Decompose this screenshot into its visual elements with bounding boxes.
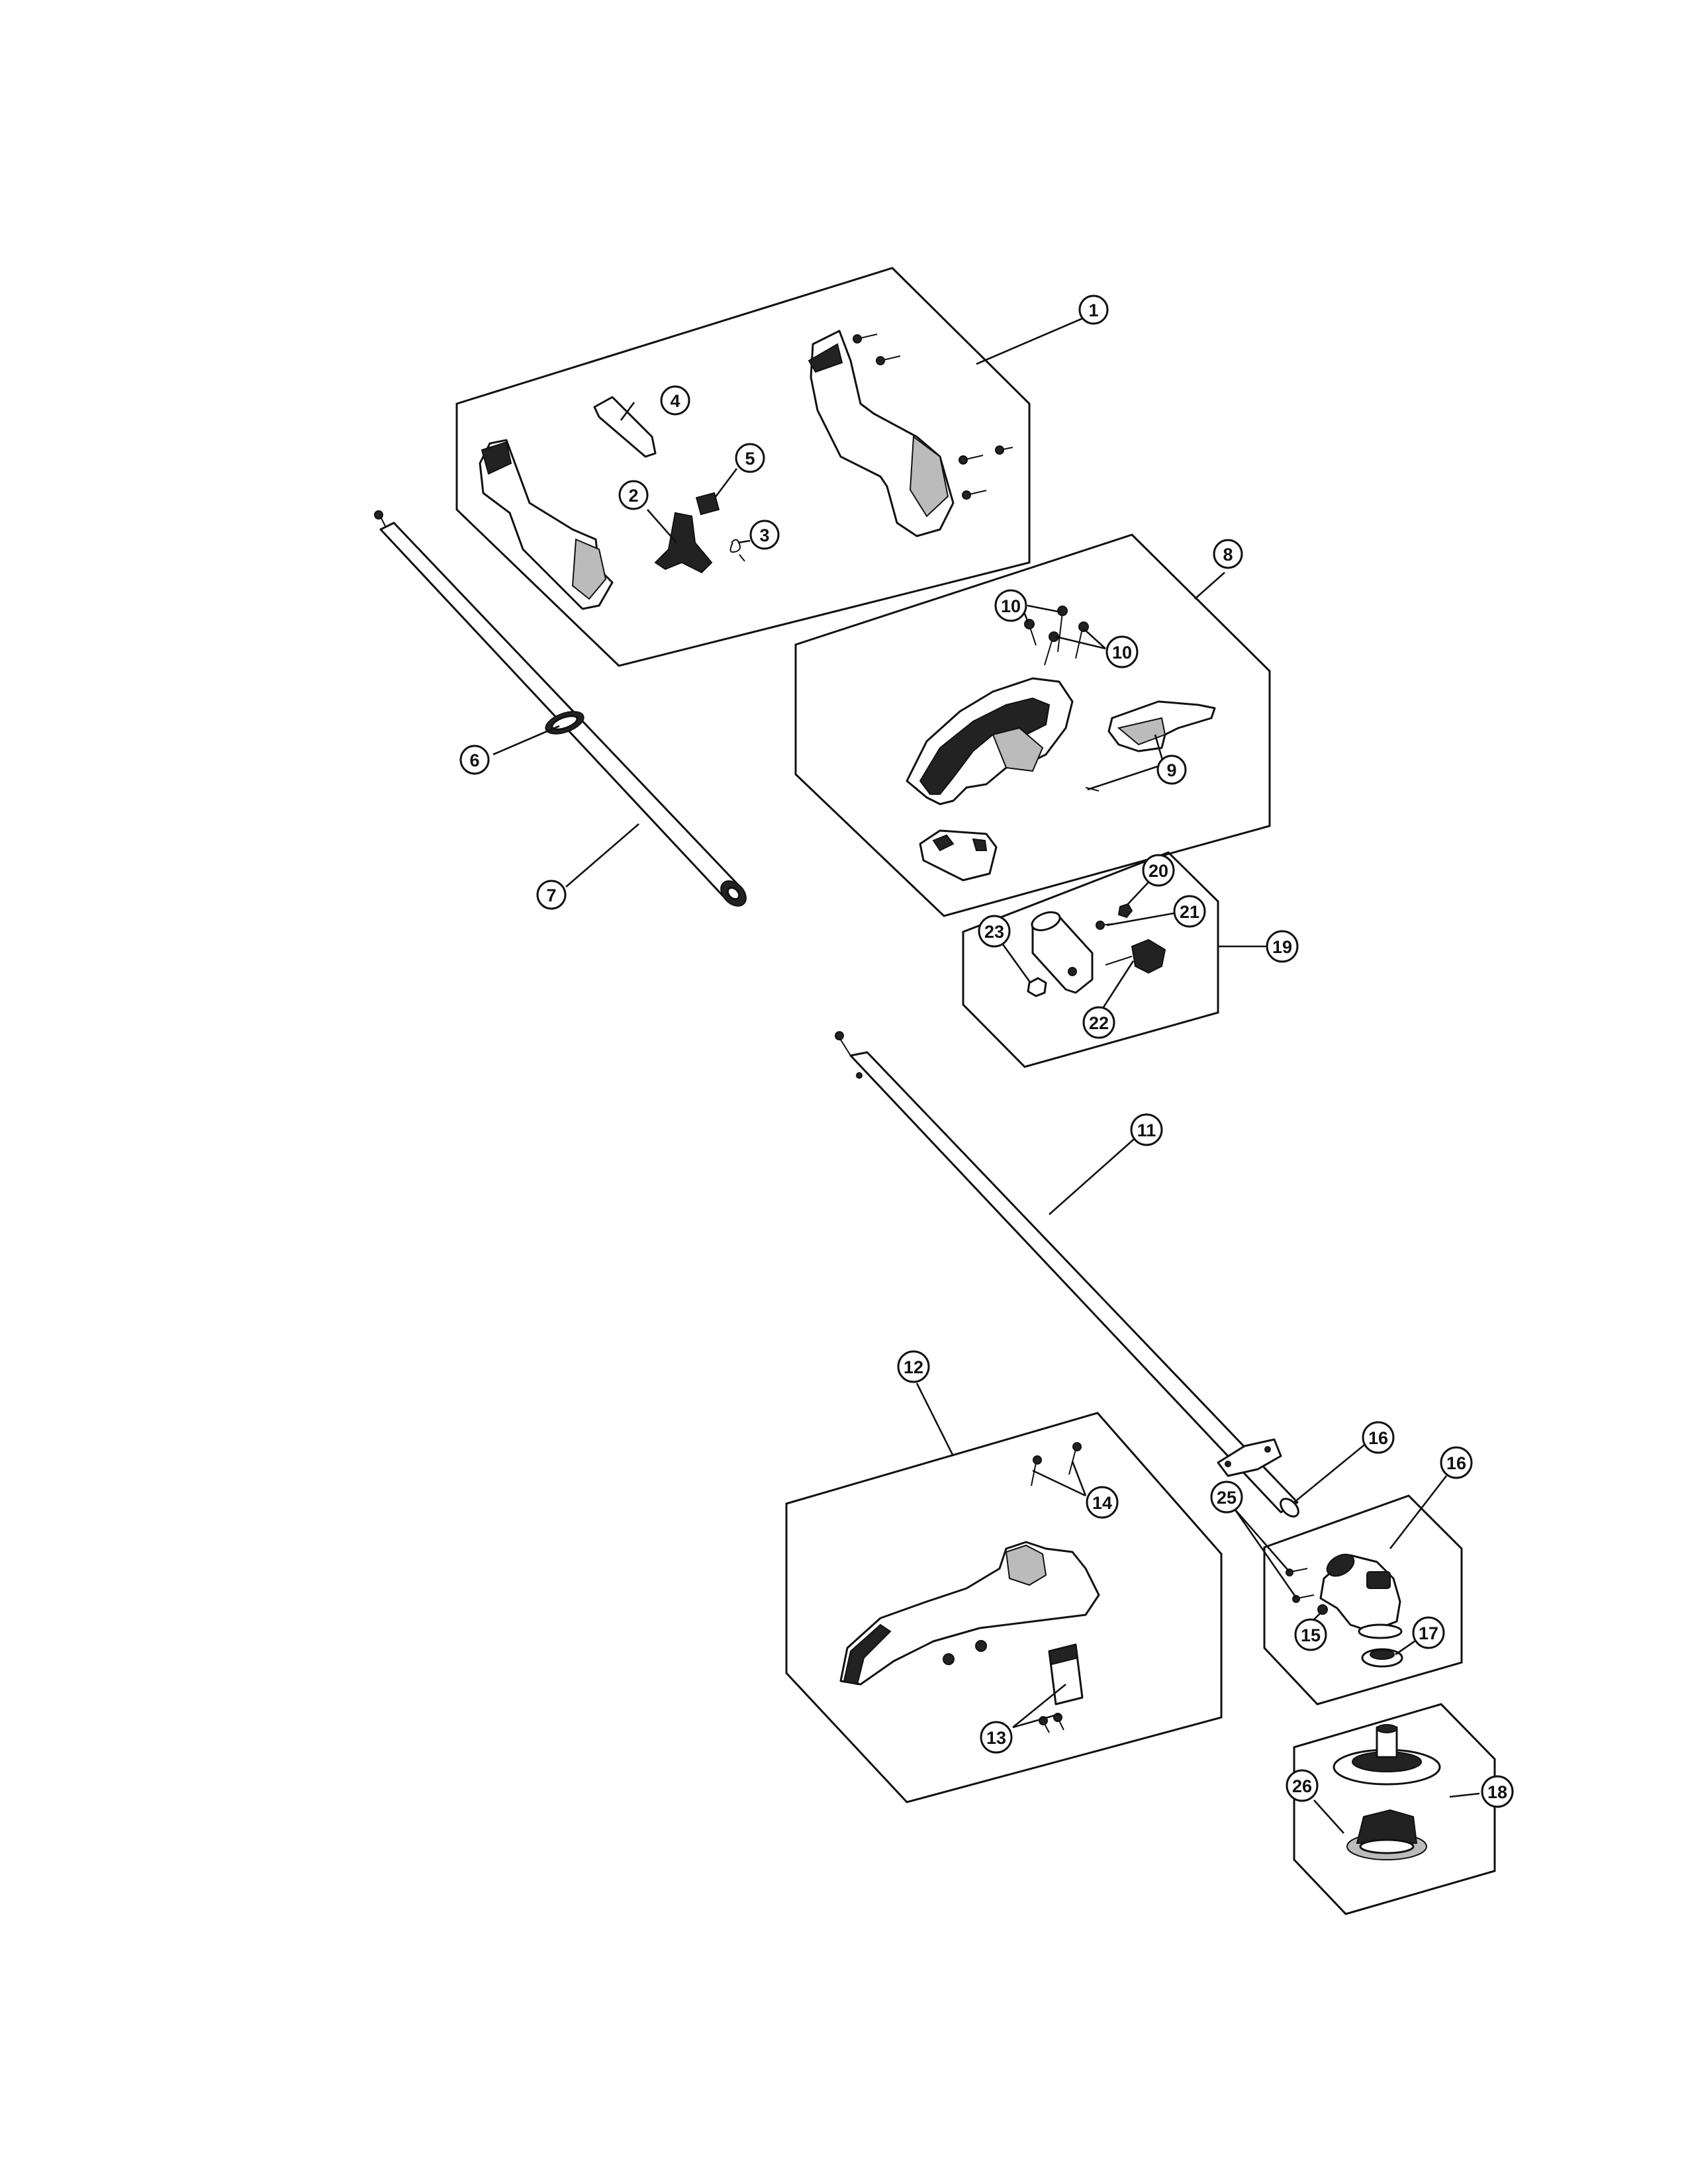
aux-handle-grip <box>919 697 1051 795</box>
aux-handle-group <box>794 533 1271 917</box>
gear-washer-15 <box>1317 1604 1328 1615</box>
callout-17: 17 <box>1412 1616 1445 1649</box>
svg-text:5: 5 <box>745 449 755 469</box>
callout-7: 7 <box>536 880 567 910</box>
svg-text:7: 7 <box>546 886 556 905</box>
knob-22 <box>1131 938 1166 974</box>
svg-text:15: 15 <box>1301 1625 1321 1645</box>
svg-text:13: 13 <box>986 1728 1006 1748</box>
guard-group <box>785 1412 1223 1803</box>
trigger-spring <box>729 539 745 562</box>
svg-text:16: 16 <box>1446 1453 1466 1473</box>
svg-text:11: 11 <box>1137 1120 1156 1140</box>
handle-left-grip <box>571 538 607 600</box>
callout-10a: 10 <box>994 589 1027 622</box>
trigger <box>654 512 713 574</box>
svg-text:14: 14 <box>1092 1493 1112 1513</box>
spool-26 <box>1346 1809 1427 1860</box>
callout-21: 21 <box>1173 895 1206 928</box>
barrier-pin <box>1085 787 1100 792</box>
nut-20 <box>1117 903 1133 919</box>
callout-1: 1 <box>1078 295 1109 325</box>
group-box-8 <box>794 533 1271 917</box>
nut-23 <box>1027 977 1047 997</box>
callout-25: 25 <box>1210 1480 1243 1514</box>
svg-text:19: 19 <box>1272 937 1292 957</box>
svg-text:3: 3 <box>759 525 769 545</box>
callout-12: 12 <box>897 1350 930 1383</box>
svg-text:4: 4 <box>670 391 680 411</box>
svg-text:20: 20 <box>1149 861 1168 881</box>
callout-16b: 16 <box>1440 1446 1473 1479</box>
handle-assembly-group <box>455 267 1031 667</box>
callout-14: 14 <box>1086 1486 1119 1519</box>
svg-text:1: 1 <box>1088 300 1098 320</box>
group-box-12 <box>785 1412 1223 1803</box>
aux-handle-bolts-10 <box>1024 606 1089 666</box>
group-box-1 <box>455 267 1031 667</box>
svg-text:10: 10 <box>1001 596 1021 616</box>
callout-11: 11 <box>1130 1113 1163 1146</box>
callout-13: 13 <box>980 1721 1013 1754</box>
svg-text:16: 16 <box>1368 1428 1388 1448</box>
aux-clamp-block <box>919 829 998 882</box>
callout-22: 22 <box>1082 1006 1115 1039</box>
callout-20: 20 <box>1142 854 1175 887</box>
gear-head-group <box>1263 1494 1463 1706</box>
callout-5: 5 <box>735 443 765 473</box>
callout-10b: 10 <box>1105 635 1139 668</box>
switch-plate <box>593 396 657 458</box>
svg-text:2: 2 <box>628 486 638 506</box>
svg-text:23: 23 <box>984 922 1004 942</box>
handle-right-grip <box>909 435 949 518</box>
callout-8: 8 <box>1213 539 1243 569</box>
svg-text:6: 6 <box>469 751 479 770</box>
callout-26: 26 <box>1286 1769 1319 1802</box>
callout-23: 23 <box>978 915 1011 948</box>
trimmer-head-group <box>1293 1703 1496 1915</box>
gear-screws-25 <box>1286 1568 1315 1603</box>
svg-text:22: 22 <box>1089 1013 1109 1033</box>
callout-19: 19 <box>1266 930 1299 963</box>
svg-text:26: 26 <box>1292 1776 1312 1796</box>
svg-text:25: 25 <box>1217 1488 1237 1508</box>
shaft-tube-11 <box>849 1051 1299 1514</box>
switch <box>695 492 720 516</box>
group-box-18 <box>1293 1703 1496 1915</box>
coupler-group <box>962 851 1219 1068</box>
group-box-16 <box>1263 1494 1463 1706</box>
callout-16a: 16 <box>1362 1421 1395 1454</box>
callout-6: 6 <box>459 745 490 775</box>
lower-shaft <box>835 1031 1299 1518</box>
callout-9: 9 <box>1156 754 1187 785</box>
callout-15: 15 <box>1294 1618 1327 1651</box>
coupler-sleeve <box>1031 915 1094 994</box>
callout-3: 3 <box>749 520 780 550</box>
callout-2: 2 <box>618 480 649 510</box>
svg-text:21: 21 <box>1180 902 1199 922</box>
spool-housing <box>1333 1724 1441 1786</box>
svg-text:12: 12 <box>904 1357 923 1377</box>
svg-text:9: 9 <box>1166 760 1176 780</box>
group-box-19 <box>962 851 1219 1068</box>
callout-18: 18 <box>1481 1775 1514 1808</box>
handle-right-cap <box>808 343 843 373</box>
guard-rim <box>843 1623 892 1686</box>
callouts: 1 2 3 4 5 6 7 8 9 10 10 11 12 13 14 15 1… <box>459 295 1514 1808</box>
handle-screws <box>853 334 1013 500</box>
svg-text:10: 10 <box>1112 643 1132 662</box>
gear-nut-17 <box>1361 1648 1403 1668</box>
leader-lines <box>492 316 1480 1834</box>
callout-4: 4 <box>660 385 690 416</box>
guard-bolts-14 <box>1031 1442 1082 1486</box>
svg-text:8: 8 <box>1223 545 1233 565</box>
handle-left-cap <box>481 441 512 475</box>
svg-text:18: 18 <box>1487 1782 1507 1802</box>
svg-text:17: 17 <box>1419 1623 1438 1643</box>
aux-handle-bracket <box>992 727 1044 772</box>
